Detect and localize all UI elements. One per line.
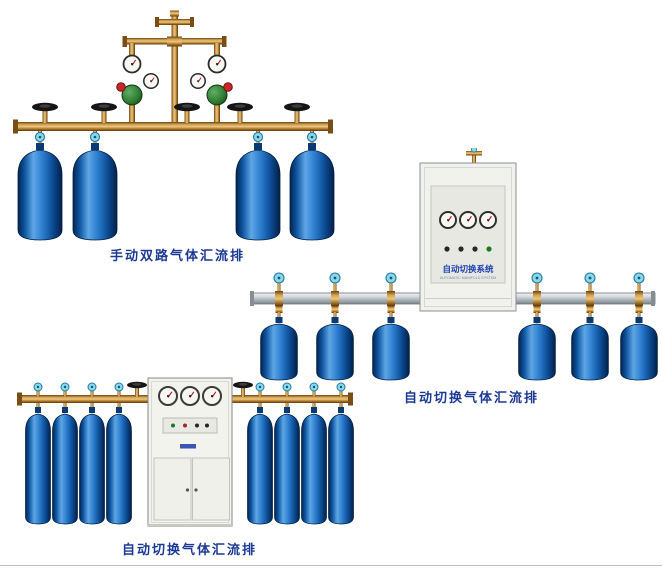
cylinder-valve-icon [114,382,124,397]
gas-cylinder [247,382,273,525]
cabinet-feed-pipe [466,146,482,164]
cabinet-label: 自动切换系统 [442,264,494,274]
door-handle [185,488,190,492]
gas-cylinder [518,272,556,381]
valve-handwheel-icon [32,102,58,123]
pressure-gauge-icon [202,386,222,406]
panel-button [444,246,450,252]
control-cabinet: 自动切换系统 AUTOMATIC MANIFOLD SYSTEM [419,162,517,312]
valve-handwheel-icon [127,381,147,397]
manifold-main-pipe [13,119,333,134]
gas-cylinder [571,272,609,381]
cylinder-valve-icon [87,382,97,397]
auto-switch-manifold-illustration: 自动切换系统 AUTOMATIC MANIFOLD SYSTEM [249,146,658,381]
bottom-divider [0,565,662,566]
pipe-valves [32,102,310,123]
gas-cylinder [620,272,658,381]
cylinder-valve-icon [633,272,645,295]
pressure-gauge-icon [459,211,477,229]
panel-button [205,423,209,428]
pressure-regulator-left [116,54,159,123]
valve-handwheel-icon [233,381,253,397]
panel-button [195,423,199,428]
gas-cylinder [372,272,410,381]
pressure-gauge-icon [439,211,457,229]
gas-cylinder [274,382,300,525]
manual-dual-manifold-illustration [13,10,335,241]
cylinder-valve-icon [273,272,285,295]
product-caption-manual-dual[interactable]: 手动双路气体汇流排 [110,248,246,263]
cylinder-valve-icon [309,382,319,397]
cylinder-valve-icon [255,382,265,397]
door-handle [194,488,198,492]
cabinet-door-left [153,457,192,521]
regulator-knob [223,82,233,92]
cylinder-valve-icon [531,272,543,295]
valve-handwheel-icon [91,102,117,123]
panel-indicator-light [171,423,175,428]
gas-cylinder [25,382,51,525]
cylinder-valve-icon [329,272,341,295]
gas-cylinder [289,131,335,241]
pressure-gauge-icon [122,54,142,74]
pressure-gauge-icon [143,73,159,89]
gas-cylinder [301,382,327,525]
gas-cylinder [52,382,78,525]
gas-cylinder [17,131,63,241]
product-caption-auto-switch-floor[interactable]: 自动切换气体汇流排 [122,542,258,557]
feed-valve-icon [470,146,477,153]
pressure-regulator-right [190,54,233,123]
product-caption-auto-switch-wall[interactable]: 自动切换气体汇流排 [404,390,540,405]
gas-cylinder [316,272,354,381]
product-image-auto-switch-wall[interactable]: 自动切换系统 AUTOMATIC MANIFOLD SYSTEM [249,146,660,390]
gas-cylinder [260,272,298,381]
pressure-gauge-icon [479,211,497,229]
cabinet-door-right [192,457,230,521]
pressure-gauge-icon [180,386,200,406]
pressure-gauge-icon [190,73,206,89]
auto-switch-floor-manifold-illustration [17,377,354,527]
gas-cylinder [106,382,132,525]
cylinder-valve-icon [385,272,397,295]
gas-cylinder [328,382,354,525]
cylinder-valve-icon [60,382,70,397]
valve-handwheel-icon [284,102,310,123]
cylinder-valve-icon [282,382,292,397]
panel-indicator-light [183,423,187,428]
panel-button [458,246,464,252]
cylinder-valve-icon [336,382,346,397]
gas-cylinder [72,131,118,241]
cylinder-valve-icon [33,382,43,397]
pressure-gauge-icon [207,54,227,74]
pressure-gauge-icon [158,386,178,406]
regulator-knob [116,82,126,92]
control-cabinet [147,377,233,527]
product-image-manual-dual-manifold[interactable] [12,10,337,252]
cabinet-badge [180,444,196,449]
cabinet-sublabel: AUTOMATIC MANIFOLD SYSTEM [440,276,496,280]
gas-cylinder [235,131,281,241]
cylinder-valve-icon [584,272,596,295]
gas-cylinder [79,382,105,525]
valve-handwheel-icon [227,102,253,123]
panel-indicator-light [486,246,492,252]
panel-button [472,246,478,252]
product-image-auto-switch-floor[interactable] [15,370,360,547]
cabinet-control-panel [162,417,218,434]
